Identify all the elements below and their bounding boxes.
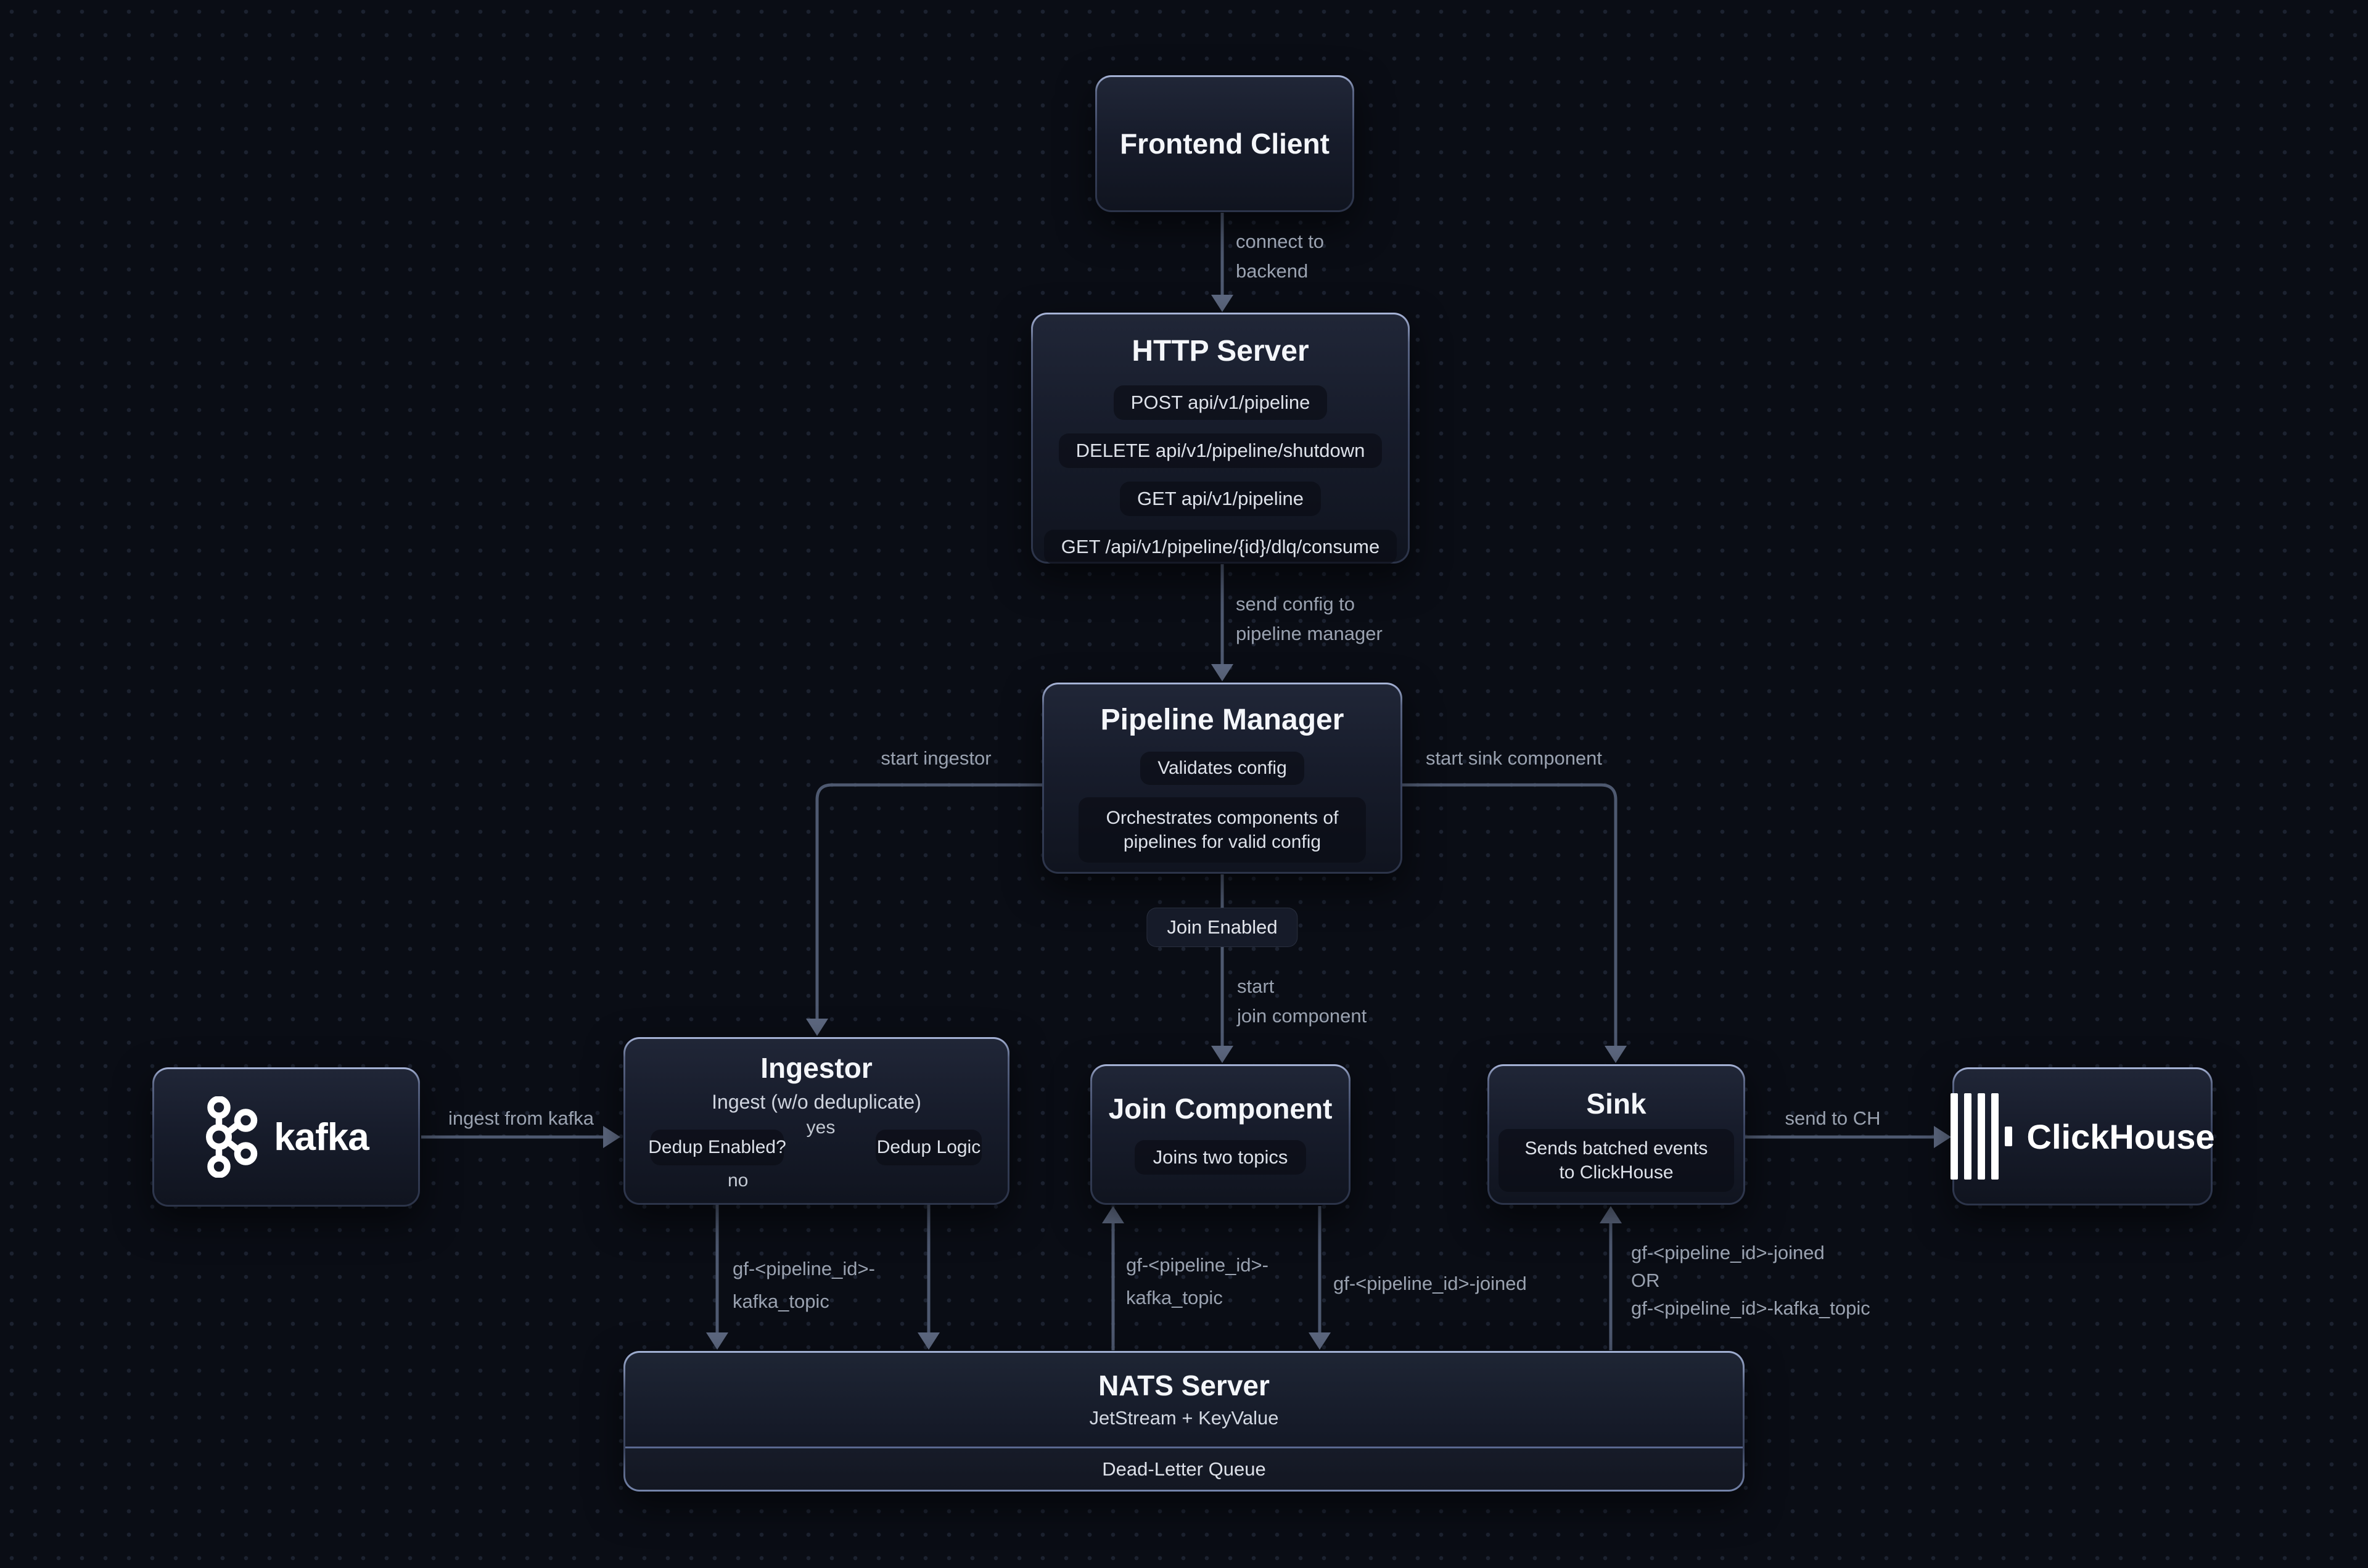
edge-label-gf-joined: gf-<pipeline_id>-joined	[1333, 1273, 1527, 1294]
edge-pm-to-sink	[1402, 783, 1618, 1046]
arrowhead-down-icon	[1211, 664, 1233, 681]
endpoint-pill: GET api/v1/pipeline	[1120, 482, 1321, 516]
edge-pm-to-ingestor	[815, 783, 1042, 1019]
clickhouse-wordmark: ClickHouse	[2026, 1117, 2215, 1156]
dedup-logic-pill: Dedup Logic	[876, 1130, 982, 1165]
node-ingestor[interactable]: Ingestor Ingest (w/o deduplicate) Dedup …	[623, 1037, 1009, 1205]
arrowhead-down-icon	[1309, 1332, 1331, 1350]
edge-label-gf-kafka-topic-join: gf-<pipeline_id>- kafka_topic	[1126, 1254, 1268, 1308]
kafka-logo-icon	[206, 1096, 258, 1178]
edge-label-start-sink: start sink component	[1426, 747, 1603, 769]
arrowhead-up-icon	[1600, 1206, 1622, 1223]
arrowhead-down-icon	[1605, 1046, 1627, 1063]
nats-dlq-section: Dead-Letter Queue	[625, 1448, 1743, 1490]
capability-pill: Orchestrates components of pipelines for…	[1079, 797, 1366, 863]
edge-label-send-config: send config to pipeline manager	[1236, 593, 1383, 645]
edge-label-send-to-ch: send to CH	[1785, 1107, 1881, 1129]
join-pill: Joins two topics	[1134, 1140, 1307, 1175]
join-enabled-badge: Join Enabled	[1146, 908, 1298, 947]
capability-pill: Validates config	[1140, 752, 1304, 785]
endpoint-pill: DELETE api/v1/pipeline/shutdown	[1058, 433, 1383, 468]
edge-label-yes: yes	[806, 1117, 836, 1138]
endpoint-pill: POST api/v1/pipeline	[1113, 385, 1328, 420]
dedup-enabled-pill: Dedup Enabled?	[648, 1130, 786, 1165]
node-join-component[interactable]: Join Component Joins two topics	[1090, 1064, 1350, 1205]
dlq-label: Dead-Letter Queue	[1102, 1458, 1266, 1480]
edge-label-ingest-from-kafka: ingest from kafka	[448, 1107, 594, 1129]
edge-label-start-join: start join component	[1237, 975, 1367, 1027]
node-title: NATS Server	[1098, 1369, 1270, 1402]
arrowhead-down-icon	[706, 1332, 728, 1350]
node-title: HTTP Server	[1132, 335, 1309, 367]
node-subtitle: Ingest (w/o deduplicate)	[712, 1091, 921, 1113]
arrowhead-right-icon	[603, 1126, 620, 1148]
endpoint-pill: GET /api/v1/pipeline/{id}/dlq/consume	[1043, 530, 1397, 564]
arrowhead-up-icon	[1102, 1206, 1124, 1223]
edge-label-start-ingestor: start ingestor	[881, 747, 992, 769]
node-nats-server[interactable]: NATS Server JetStream + KeyValue Dead-Le…	[623, 1351, 1745, 1492]
node-http-server[interactable]: HTTP Server POST api/v1/pipeline DELETE …	[1031, 313, 1410, 564]
node-title: Frontend Client	[1120, 128, 1330, 160]
arrowhead-down-icon	[806, 1019, 828, 1036]
node-title: Ingestor	[760, 1052, 873, 1084]
node-title: Pipeline Manager	[1100, 704, 1344, 736]
node-clickhouse[interactable]: ClickHouse	[1950, 1067, 2215, 1205]
node-frontend-client[interactable]: Frontend Client	[1095, 75, 1354, 212]
sink-pill: Sends batched events to ClickHouse	[1498, 1129, 1734, 1192]
node-sink[interactable]: Sink Sends batched events to ClickHouse	[1487, 1064, 1745, 1205]
node-pipeline-manager[interactable]: Pipeline Manager Validates config Orches…	[1042, 683, 1402, 874]
edge-label-connect-backend: connect to backend	[1236, 231, 1325, 282]
arrowhead-down-icon	[1211, 295, 1233, 312]
edge-label-no: no	[728, 1170, 749, 1191]
arrowhead-down-icon	[918, 1332, 940, 1350]
node-kafka[interactable]: kafka	[152, 1067, 420, 1207]
nats-dlq-divider	[625, 1447, 1743, 1448]
edge-label-gf-kafka-topic-ingestor: gf-<pipeline_id>- kafka_topic	[733, 1258, 875, 1312]
kafka-wordmark: kafka	[274, 1115, 369, 1159]
node-title: Sink	[1586, 1088, 1646, 1120]
node-subtitle: JetStream + KeyValue	[1089, 1407, 1279, 1429]
arrowhead-right-icon	[1934, 1126, 1951, 1148]
edge-label-gf-joined-or-kafka-topic: gf-<pipeline_id>-joined OR gf-<pipeline_…	[1631, 1242, 1870, 1319]
arrowhead-down-icon	[1211, 1046, 1233, 1063]
node-title: Join Component	[1108, 1093, 1333, 1125]
clickhouse-logo-icon	[1950, 1093, 2012, 1180]
